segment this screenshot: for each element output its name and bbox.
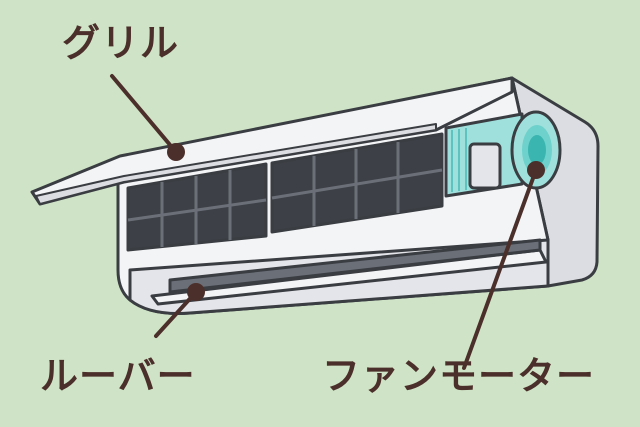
grille-cover — [30, 76, 514, 206]
label-fan-motor: ファンモーター — [322, 354, 596, 398]
leader-line-louver — [154, 290, 198, 338]
leader-line-grille — [110, 74, 178, 154]
leader-line-fan-motor — [462, 168, 538, 370]
label-grille: グリル — [62, 21, 180, 65]
leader-lines — [110, 74, 538, 370]
motor-cover — [468, 142, 502, 190]
air-filter-left — [126, 162, 268, 252]
marker-fan-motor — [527, 161, 545, 179]
label-louver: ルーバー — [40, 354, 196, 398]
marker-grille — [167, 143, 185, 161]
fan-motor-unit — [444, 110, 562, 198]
marker-louver — [187, 283, 205, 301]
air-filter-right — [270, 132, 444, 234]
louver — [150, 238, 548, 306]
